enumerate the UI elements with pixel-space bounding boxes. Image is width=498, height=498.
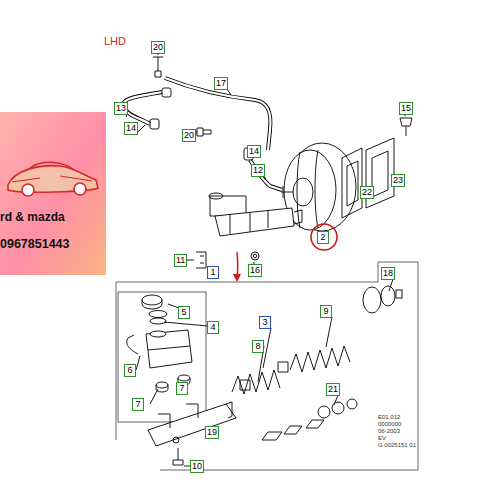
drawing-code: G 0025151 01 — [378, 442, 416, 448]
callout-number: 14 — [247, 145, 261, 158]
callout-number: 7 — [132, 398, 144, 411]
highlight-circle — [311, 224, 337, 250]
phone-number: 0967851443 — [0, 236, 106, 252]
upper-assembly — [116, 57, 418, 470]
callout-number: 2 — [317, 231, 329, 244]
callout-number: 1 — [207, 266, 219, 279]
callout-number: 7 — [176, 382, 188, 395]
callout-number: 4 — [207, 321, 219, 334]
drawing-code: 06-2003 — [378, 428, 400, 434]
callout-number: 21 — [326, 383, 340, 396]
watermark-panel — [0, 112, 106, 275]
callout-number: 20 — [182, 129, 196, 142]
callout-number: 3 — [259, 316, 271, 329]
callout-number: 9 — [320, 305, 332, 318]
callout-number: 10 — [190, 460, 204, 473]
drawing-code: 0000000 — [378, 421, 401, 427]
car-icon — [8, 162, 98, 196]
callout-number: 12 — [251, 164, 265, 177]
lower-detail — [126, 53, 405, 466]
callout-number: 15 — [399, 102, 413, 115]
callout-number: 16 — [248, 264, 262, 277]
shop-name: rd & mazda — [0, 210, 106, 226]
callout-number: 17 — [214, 77, 228, 90]
callout-number: 20 — [151, 41, 165, 54]
callout-number: 8 — [252, 340, 264, 353]
detail-arrow-head — [233, 274, 241, 282]
callout-number: 23 — [391, 174, 405, 187]
drawing-code: EV — [378, 435, 386, 441]
callout-number: 22 — [360, 186, 374, 199]
watermark-panel: rd & mazda 0967851443 — [0, 112, 106, 275]
callout-number: 6 — [124, 364, 136, 377]
callout-number: 14 — [124, 122, 138, 135]
callout-number: 13 — [114, 102, 128, 115]
side-label: LHD — [104, 36, 126, 47]
callout-number: 18 — [381, 267, 395, 280]
callout-number: 11 — [174, 254, 187, 267]
callout-number: 5 — [178, 306, 190, 319]
drawing-code: E01.012 — [378, 414, 400, 420]
callout-number: 19 — [205, 426, 219, 439]
